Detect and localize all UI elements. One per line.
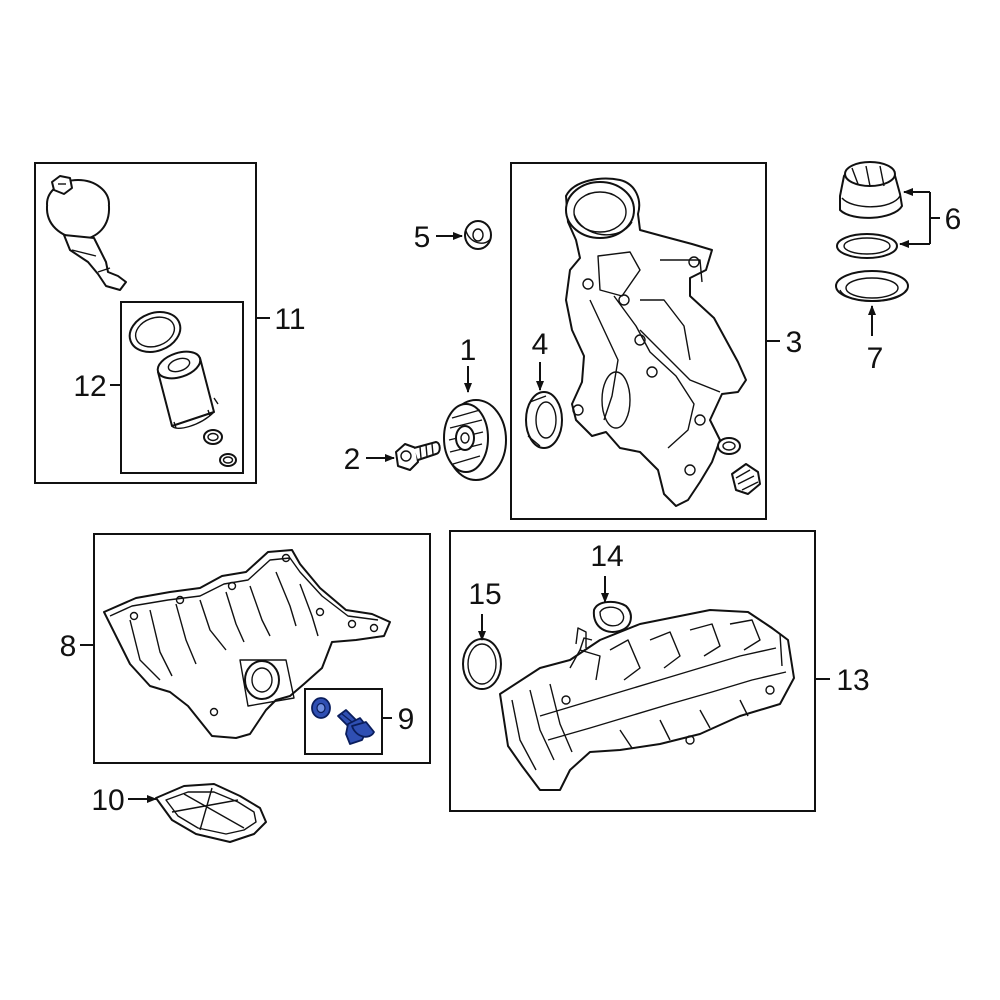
- callout-10: 10: [91, 784, 124, 817]
- oil-pan-8[interactable]: [103, 549, 391, 739]
- seal-washer-5[interactable]: [464, 220, 492, 250]
- seal-ring-15[interactable]: [462, 638, 502, 690]
- filler-neck-seal-7[interactable]: [835, 270, 909, 302]
- group-box-8: [93, 533, 431, 764]
- crankshaft-pulley-1[interactable]: [443, 399, 507, 481]
- group-box-9: [304, 688, 383, 755]
- filter-o-ring[interactable]: [124, 305, 186, 358]
- callout-4: 4: [532, 328, 549, 361]
- callout-6: 6: [945, 203, 962, 236]
- oil-pan-gasket-10[interactable]: [155, 783, 267, 843]
- callout-13: 13: [836, 664, 869, 697]
- oil-filter-housing-cap[interactable]: [45, 175, 127, 291]
- callout-2: 2: [344, 443, 361, 476]
- callout-labels: 1 2 3 4 5 6 7 8 9 10 11 12 13 14 15: [60, 203, 962, 817]
- callout-14: 14: [590, 540, 623, 573]
- callout-1: 1: [460, 334, 477, 367]
- group-box-11: [34, 162, 257, 484]
- leader-lines: [80, 188, 940, 803]
- small-seal-ring-a[interactable]: [203, 429, 223, 445]
- group-box-12: [120, 301, 244, 474]
- callout-8: 8: [60, 630, 77, 663]
- cover-o-ring[interactable]: [717, 437, 741, 455]
- callout-5: 5: [414, 221, 431, 254]
- filler-cap-seal-6[interactable]: [836, 233, 898, 259]
- timing-cover-3[interactable]: [565, 177, 747, 507]
- drain-plug-washer-9[interactable]: [311, 697, 331, 719]
- callout-3: 3: [786, 326, 803, 359]
- gasket-14[interactable]: [592, 600, 632, 633]
- crankshaft-bolt-2[interactable]: [395, 441, 441, 471]
- callout-11: 11: [274, 303, 305, 336]
- callout-12: 12: [73, 370, 106, 403]
- callout-9: 9: [398, 703, 415, 736]
- callout-15: 15: [468, 578, 501, 611]
- oil-filter-element[interactable]: [154, 347, 219, 430]
- small-seal-ring-b[interactable]: [219, 453, 237, 467]
- group-box-13: [449, 530, 816, 812]
- oil-filler-cap-6[interactable]: [839, 161, 903, 219]
- crankshaft-seal-4[interactable]: [525, 391, 563, 449]
- cover-plug[interactable]: [731, 463, 761, 495]
- callout-7: 7: [867, 342, 884, 375]
- intake-manifold-13[interactable]: [499, 609, 795, 791]
- drain-plug-bolt-9[interactable]: [337, 709, 375, 745]
